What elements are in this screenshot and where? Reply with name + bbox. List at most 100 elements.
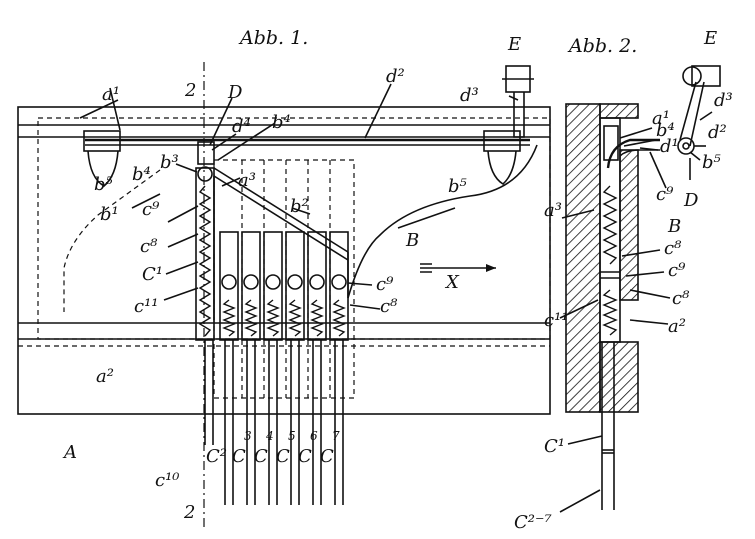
- spring-4: [266, 299, 280, 337]
- label-num-4: 4: [265, 429, 274, 443]
- label-a2: a²: [96, 366, 114, 387]
- fig2-label-C1: C¹: [544, 436, 565, 457]
- figure-2-title: Abb. 2.: [567, 35, 637, 57]
- label-c9-left: c⁹: [142, 199, 160, 220]
- fig2-label-c11: c¹¹: [544, 310, 569, 331]
- label-b5-right: b⁵: [448, 176, 467, 197]
- cam-plate-b1-outline: [63, 169, 161, 312]
- housing-wall-right: [619, 149, 639, 301]
- spring-c8-main: [198, 185, 212, 337]
- key-housing-4: [263, 231, 283, 341]
- spring-3: [244, 299, 258, 337]
- label-X: X: [444, 272, 460, 293]
- plate-a2-outline: [37, 117, 551, 340]
- label-b5-left: b⁵: [94, 174, 113, 195]
- key-housing-5: [285, 231, 305, 341]
- fig2-label-c9: c⁹: [668, 260, 686, 281]
- spring-2: [222, 299, 236, 337]
- label-C3: C: [232, 446, 246, 467]
- label-section-bottom: 2: [183, 502, 195, 523]
- label-num-5: 5: [288, 429, 296, 443]
- fig2-label-c9-top: c⁹: [656, 184, 674, 205]
- label-b1: b¹: [100, 204, 119, 225]
- label-C7: C: [320, 446, 334, 467]
- fig2-label-b5: b⁵: [702, 152, 721, 173]
- fig2-label-d3: d³: [714, 90, 733, 111]
- label-c9-right: c⁹: [376, 274, 394, 295]
- roller-2: [221, 274, 237, 290]
- key-housing-2: [219, 231, 239, 341]
- finger-left: [87, 150, 119, 187]
- label-d4: d⁴: [232, 116, 251, 137]
- key-housing-3: [241, 231, 261, 341]
- roller-5: [287, 274, 303, 290]
- housing-wall-left: [565, 103, 601, 413]
- spring-5: [288, 299, 302, 337]
- spring-6: [310, 299, 324, 337]
- label-C2: C²: [206, 446, 227, 467]
- figure-1: Abb. 1.: [17, 27, 551, 530]
- crank-pivot: [677, 137, 695, 155]
- roller-4: [265, 274, 281, 290]
- fig2-slider: [603, 125, 619, 161]
- fig2-label-b4: b⁴: [656, 120, 675, 141]
- label-C4: C: [254, 446, 268, 467]
- label-D: D: [227, 82, 243, 103]
- spring-7: [332, 299, 346, 337]
- fig2-label-D: D: [683, 190, 699, 211]
- roller-3: [243, 274, 259, 290]
- label-C6: C: [298, 446, 312, 467]
- fig2-spring: [602, 185, 618, 265]
- label-d2: d²: [386, 66, 405, 87]
- fig2-leaders: [559, 111, 713, 513]
- fig2-label-c8-top: c⁸: [664, 238, 682, 259]
- label-c8-left: c⁸: [140, 236, 158, 257]
- fig2-label-c8: c⁸: [672, 288, 690, 309]
- label-c10: c¹⁰: [155, 470, 180, 491]
- roller-main: [197, 166, 213, 182]
- label-section-top: 2: [184, 80, 196, 101]
- cam-edge-b2: [213, 167, 349, 253]
- label-a1: a¹: [102, 84, 120, 105]
- end-block-left: [83, 130, 121, 152]
- label-num-7: 7: [332, 429, 340, 443]
- fig2-label-C2-7: C²⁻⁷: [514, 512, 552, 533]
- fig2-label-a1: a¹: [652, 108, 670, 129]
- end-block-right: [483, 130, 521, 152]
- figure-1-title: Abb. 1.: [238, 27, 308, 49]
- label-B: B: [405, 230, 419, 251]
- fig2-handle-E: [691, 65, 721, 87]
- housing-wall-bottom: [599, 341, 639, 413]
- crank-arm-d3: [679, 81, 705, 147]
- fig2-label-d2: d²: [708, 122, 727, 143]
- label-d3: d³: [460, 85, 479, 106]
- label-A: A: [62, 442, 77, 463]
- roller-7: [331, 274, 347, 290]
- label-b4-top: b⁴: [272, 112, 291, 133]
- figure-2: Abb. 2.: [514, 28, 733, 533]
- label-C1: C¹: [142, 264, 163, 285]
- finger-right: [487, 150, 517, 185]
- fig2-label-d1: d¹: [660, 136, 679, 157]
- label-c8-right: c⁸: [380, 296, 398, 317]
- cam-plate-B-edge: [347, 144, 538, 299]
- fig2-label-a2: a²: [668, 316, 686, 337]
- label-C5: C: [276, 446, 290, 467]
- roller-6: [309, 274, 325, 290]
- frame-A: [17, 106, 551, 415]
- bracket-d3: [513, 92, 525, 138]
- fig2-spring-lower: [602, 289, 618, 336]
- label-num-6: 6: [310, 429, 318, 443]
- slider-D: [197, 141, 215, 165]
- leader-lines: [79, 83, 519, 310]
- label-E: E: [507, 34, 521, 55]
- label-b2: b²: [290, 196, 309, 217]
- fig2-label-E: E: [703, 28, 717, 49]
- label-b4-left: b⁴: [132, 164, 151, 185]
- label-a3: a³: [238, 170, 256, 191]
- fig2-label-B: B: [667, 216, 681, 237]
- label-num-3: 3: [244, 429, 252, 443]
- label-b3: b³: [160, 152, 179, 173]
- fig2-label-a3: a³: [544, 200, 562, 221]
